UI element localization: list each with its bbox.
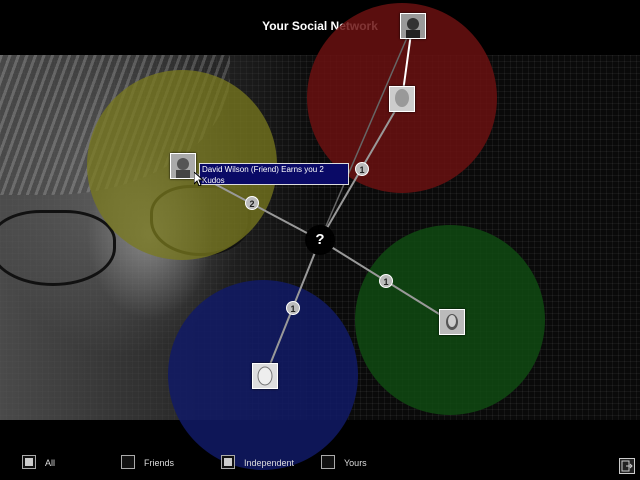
person-avatar-icon <box>390 87 414 111</box>
person-avatar-icon <box>171 154 195 178</box>
link-value-badge-green: 1 <box>379 274 393 288</box>
node-green[interactable] <box>439 309 465 335</box>
filter-all-label: All <box>45 458 56 468</box>
node-red[interactable] <box>389 86 415 112</box>
network-title: Your Social Network <box>262 19 378 33</box>
link-value-badge-red: 1 <box>355 162 369 176</box>
person-avatar-icon <box>253 364 277 388</box>
filter-all-checkbox[interactable] <box>22 455 36 469</box>
node-blue[interactable] <box>252 363 278 389</box>
filter-friends-checkbox[interactable] <box>121 455 135 469</box>
exit-icon <box>621 460 633 472</box>
filter-bar: All Friends Independent Yours <box>0 450 640 475</box>
filter-yours-checkbox[interactable] <box>321 455 335 469</box>
person-avatar-icon <box>401 14 425 38</box>
filter-independent-checkbox[interactable] <box>221 455 235 469</box>
exit-button[interactable] <box>619 458 635 474</box>
filter-yours-label: Yours <box>344 458 367 468</box>
filter-independent-label: Independent <box>244 458 295 468</box>
filter-friends-label: Friends <box>144 458 175 468</box>
node-yellow[interactable] <box>170 153 196 179</box>
link-value-badge-blue: 1 <box>286 301 300 315</box>
node-tooltip: David Wilson (Friend) Earns you 2 Kudos <box>199 163 349 185</box>
node-red-top[interactable] <box>400 13 426 39</box>
mouse-cursor-icon <box>194 172 204 186</box>
link-value-badge-yellow: 2 <box>245 196 259 210</box>
person-avatar-icon <box>440 310 464 334</box>
center-node[interactable]: ? <box>305 225 335 255</box>
